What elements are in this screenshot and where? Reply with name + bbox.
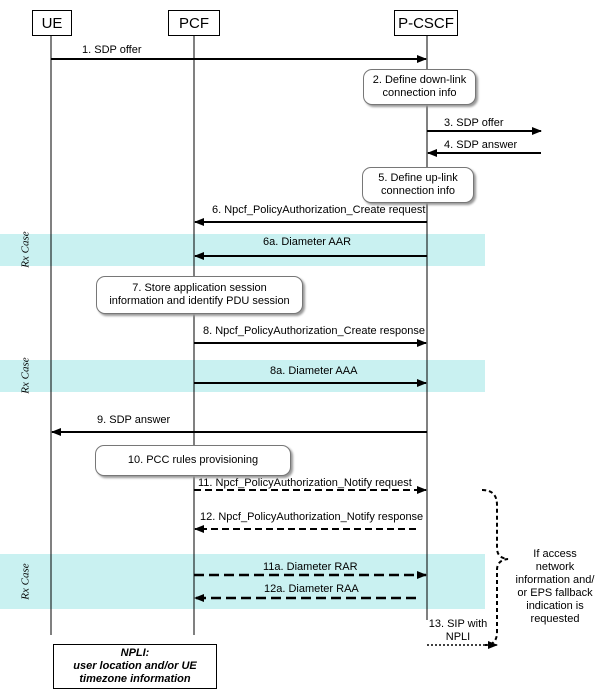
label-6a: 6a. Diameter AAR <box>263 236 352 248</box>
pcf-header: PCF <box>168 10 220 36</box>
label-13-line2: NPLI <box>445 631 471 643</box>
action-2-box: 2. Define down-link connection info <box>363 69 476 105</box>
label-12a: 12a. Diameter RAA <box>264 583 359 595</box>
action-5-box: 5. Define up-link connection info <box>362 167 474 203</box>
action-2-line2: connection info <box>382 87 457 99</box>
action-5-line2: connection info <box>381 185 455 197</box>
rx-case-band-8a <box>0 360 485 392</box>
label-1: 1. SDP offer <box>82 44 142 56</box>
condition-note-line6: requested <box>530 613 580 625</box>
npli-line1: NPLI: <box>120 647 150 659</box>
label-3: 3. SDP offer <box>444 117 504 129</box>
action-7-line2: information and identify PDU session <box>109 295 290 307</box>
action-5-line1: 5. Define up-link <box>378 172 458 184</box>
label-12: 12. Npcf_PolicyAuthorization_Notify resp… <box>200 511 424 523</box>
label-13-line1: 13. SIP with <box>428 618 488 630</box>
label-4: 4. SDP answer <box>444 139 518 151</box>
action-2-line1: 2. Define down-link <box>372 74 467 86</box>
label-9: 9. SDP answer <box>97 414 171 426</box>
rx-case-band-11a <box>0 554 485 609</box>
label-8: 8. Npcf_PolicyAuthorization_Create respo… <box>203 325 425 337</box>
npli-line3: timezone information <box>79 673 191 685</box>
condition-note-line1: If access <box>533 548 577 560</box>
npli-box: NPLI: user location and/or UE timezone i… <box>53 644 217 689</box>
label-11: 11. Npcf_PolicyAuthorization_Notify requ… <box>198 477 412 489</box>
action-7-line1: 7. Store application session <box>132 282 267 294</box>
pcscf-header: P-CSCF <box>394 10 458 36</box>
condition-note: If access network information and/ or EP… <box>510 548 600 626</box>
condition-note-line5: indication is <box>526 600 584 612</box>
action-7-box: 7. Store application session information… <box>96 276 303 314</box>
label-6: 6. Npcf_PolicyAuthorization_Create reque… <box>212 204 426 216</box>
action-10-box: 10. PCC rules provisioning <box>95 445 291 476</box>
condition-note-line2: network <box>535 561 575 573</box>
action-10-label: 10. PCC rules provisioning <box>127 454 259 466</box>
condition-note-line3: information and/ <box>515 574 595 586</box>
condition-brace <box>481 489 509 646</box>
ue-header: UE <box>32 10 72 36</box>
npli-line2: user location and/or UE <box>73 660 197 672</box>
rx-case-band-6a <box>0 234 485 266</box>
label-13: 13. SIP with NPLI <box>428 618 488 644</box>
label-8a: 8a. Diameter AAA <box>270 365 358 377</box>
condition-note-line4: or EPS fallback <box>517 587 593 599</box>
label-11a: 11a. Diameter RAR <box>263 561 358 573</box>
